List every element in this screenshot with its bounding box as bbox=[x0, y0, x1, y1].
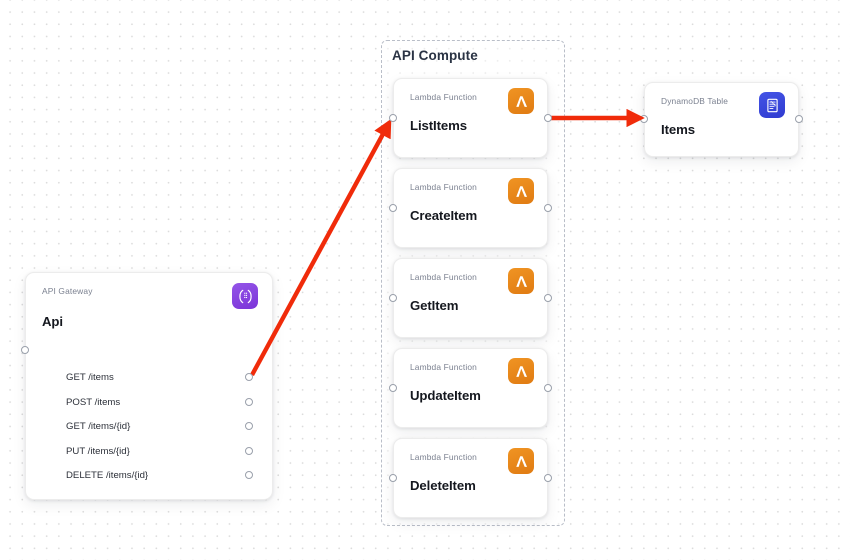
port-lambda-input[interactable] bbox=[389, 204, 397, 212]
port-lambda-output[interactable] bbox=[544, 294, 552, 302]
port-api-route-output[interactable] bbox=[245, 373, 253, 381]
api-route-row[interactable]: DELETE /items/{id} bbox=[26, 467, 272, 485]
api-route-label: POST /items bbox=[66, 396, 121, 408]
lambda-icon bbox=[508, 358, 534, 384]
api-route-label: PUT /items/{id} bbox=[66, 445, 130, 457]
api-route-row[interactable]: PUT /items/{id} bbox=[26, 443, 272, 461]
port-api-gateway-input[interactable] bbox=[21, 346, 29, 354]
lambda-icon bbox=[508, 88, 534, 114]
port-api-route-output[interactable] bbox=[245, 397, 253, 406]
port-api-route-output[interactable] bbox=[245, 446, 253, 455]
lambda-icon bbox=[508, 178, 534, 204]
node-kind-label: DynamoDB Table bbox=[661, 96, 729, 106]
port-lambda-output[interactable] bbox=[544, 384, 552, 392]
api-route-label: GET /items/{id} bbox=[66, 421, 131, 433]
node-title: ListItems bbox=[410, 118, 467, 133]
api-route-label: DELETE /items/{id} bbox=[66, 470, 149, 482]
port-lambda-input[interactable] bbox=[389, 294, 397, 302]
node-dynamodb-items[interactable]: DynamoDB Table Items bbox=[644, 82, 799, 157]
port-lambda-output[interactable] bbox=[544, 204, 552, 212]
port-dynamodb-output[interactable] bbox=[795, 115, 803, 123]
dynamodb-icon bbox=[759, 92, 785, 118]
node-title: CreateItem bbox=[410, 208, 478, 223]
node-kind-label: Lambda Function bbox=[410, 452, 477, 462]
node-kind-label: Lambda Function bbox=[410, 92, 477, 102]
lambda-icon bbox=[508, 448, 534, 474]
port-lambda-input[interactable] bbox=[389, 384, 397, 392]
port-lambda-output[interactable] bbox=[544, 114, 552, 122]
port-lambda-input[interactable] bbox=[389, 114, 397, 122]
node-kind-label: Lambda Function bbox=[410, 272, 477, 282]
node-title: UpdateItem bbox=[410, 388, 481, 403]
node-kind-label: Lambda Function bbox=[410, 182, 477, 192]
port-lambda-input[interactable] bbox=[389, 474, 397, 482]
node-title: DeleteItem bbox=[410, 478, 476, 493]
api-route-label: GET /items bbox=[66, 372, 114, 383]
node-kind-label: API Gateway bbox=[42, 286, 93, 296]
port-api-route-output[interactable] bbox=[245, 422, 253, 431]
api-route-row[interactable]: GET /items/{id} bbox=[26, 418, 272, 436]
port-dynamodb-input[interactable] bbox=[640, 115, 648, 123]
node-title: Api bbox=[42, 314, 63, 329]
lambda-icon bbox=[508, 268, 534, 294]
group-title: API Compute bbox=[392, 48, 478, 63]
node-title: Items bbox=[661, 122, 695, 137]
api-route-row[interactable]: POST /items bbox=[26, 394, 272, 412]
api-gateway-icon bbox=[232, 283, 258, 309]
port-lambda-output[interactable] bbox=[544, 474, 552, 482]
node-title: GetItem bbox=[410, 298, 459, 313]
node-kind-label: Lambda Function bbox=[410, 362, 477, 372]
port-api-route-output[interactable] bbox=[245, 471, 253, 480]
api-route-row[interactable]: GET /items bbox=[26, 369, 272, 387]
